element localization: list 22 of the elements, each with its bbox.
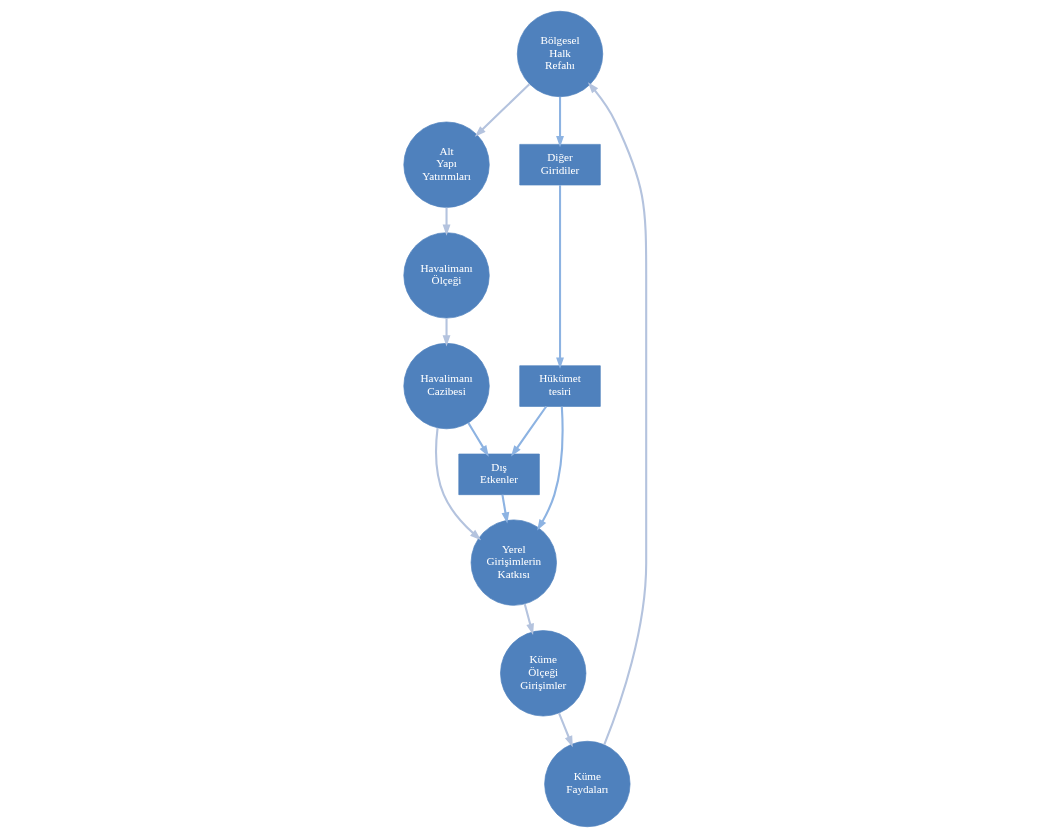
arrow (555, 96, 564, 148)
node-circle: Havalimanı Ölçeği (402, 232, 490, 319)
node-box: Diğer Giridiler (518, 144, 601, 186)
node-circle: Küme Faydaları (543, 740, 630, 828)
arrow (587, 82, 647, 745)
arrow (442, 318, 450, 347)
arrow (474, 83, 530, 137)
arrow (555, 185, 564, 369)
arrow (434, 427, 481, 541)
node-circle: Bölgesel Halk Refahı (516, 10, 603, 98)
node-circle: Havalimanı Cazibesi (402, 343, 490, 430)
node-circle: Küme Ölçeği Girişimler (499, 630, 586, 717)
arrow (523, 603, 534, 635)
arrow (500, 494, 509, 524)
arrow (510, 405, 547, 457)
arrow (442, 207, 450, 236)
node-box: Dış Etkenler (457, 453, 540, 495)
node-circle: Alt Yapı Yatırımları (402, 121, 490, 208)
arrow (466, 422, 489, 457)
node-box: Hükümet tesiri (518, 365, 601, 407)
arrow (557, 712, 573, 748)
arrow (536, 406, 564, 531)
